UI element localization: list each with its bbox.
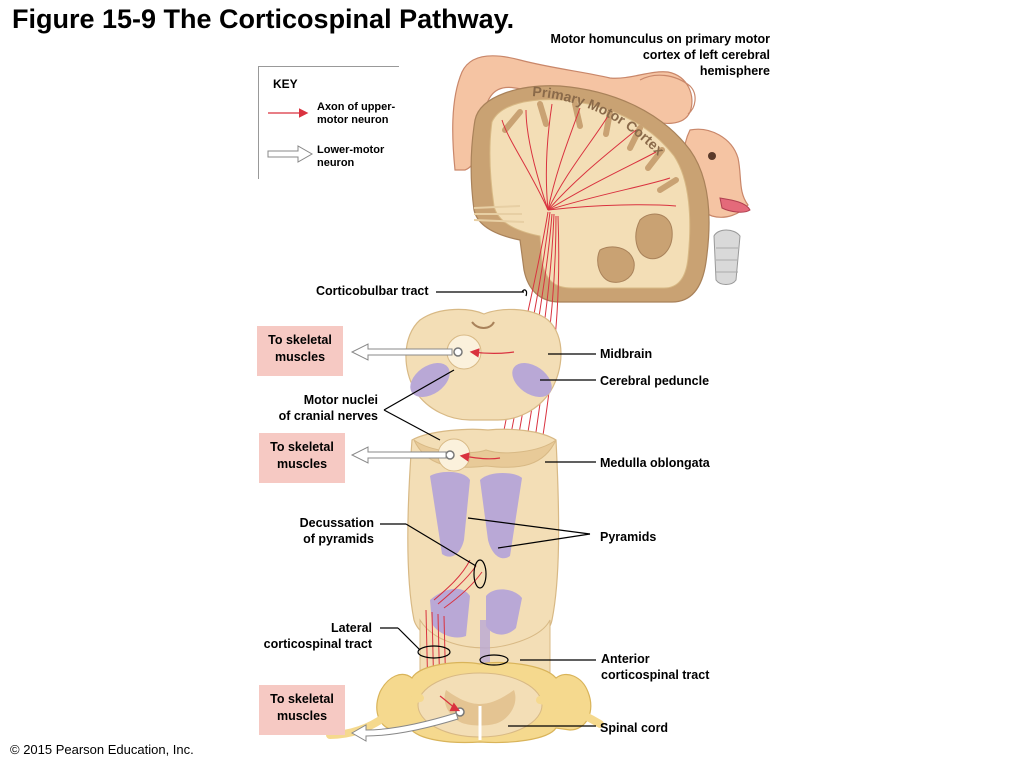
leader-lines <box>380 289 596 727</box>
medulla-oblongata-label: Medulla oblongata <box>600 456 710 470</box>
skeletal-muscles-box-medulla: To skeletal muscles <box>259 433 345 483</box>
homunculus-caption: Motor homunculus on primary motor cortex… <box>550 32 770 78</box>
key-symbols <box>267 108 314 163</box>
spinal-cord-label: Spinal cord <box>600 721 669 735</box>
figure-title: Figure 15-9 The Corticospinal Pathway. <box>12 4 515 34</box>
motor-nuclei-label: Motor nuclei of cranial nerves <box>278 393 378 423</box>
lower-motor-arrows <box>350 343 459 742</box>
key-lower-motor-label: Lower-motor neuron <box>317 144 385 169</box>
corticobulbar-tract-label: Corticobulbar tract <box>316 284 429 298</box>
anterior-corticospinal-label: Anterior corticospinal tract <box>601 652 710 682</box>
skeletal-muscles-box-spinal: To skeletal muscles <box>259 685 345 735</box>
copyright-notice: © 2015 Pearson Education, Inc. <box>10 742 194 757</box>
legend-key: KEY Axon of upper- motor neuron Lower-mo… <box>258 66 399 179</box>
homunculus-figure <box>452 55 751 285</box>
skeletal-muscles-box-midbrain: To skeletal muscles <box>257 326 343 376</box>
cerebral-peduncle-label: Cerebral peduncle <box>600 374 710 388</box>
key-title: KEY <box>273 77 298 91</box>
decussation-label: Decussation of pyramids <box>299 516 374 546</box>
spinal-nerves <box>326 694 604 739</box>
lateral-corticospinal-label: Lateral corticospinal tract <box>263 621 372 651</box>
key-upper-motor-label: Axon of upper- motor neuron <box>317 101 396 126</box>
midbrain-section <box>405 308 562 421</box>
midbrain-label: Midbrain <box>600 347 653 361</box>
pyramids-label: Pyramids <box>600 530 657 544</box>
cerebral-hemisphere <box>470 85 710 303</box>
